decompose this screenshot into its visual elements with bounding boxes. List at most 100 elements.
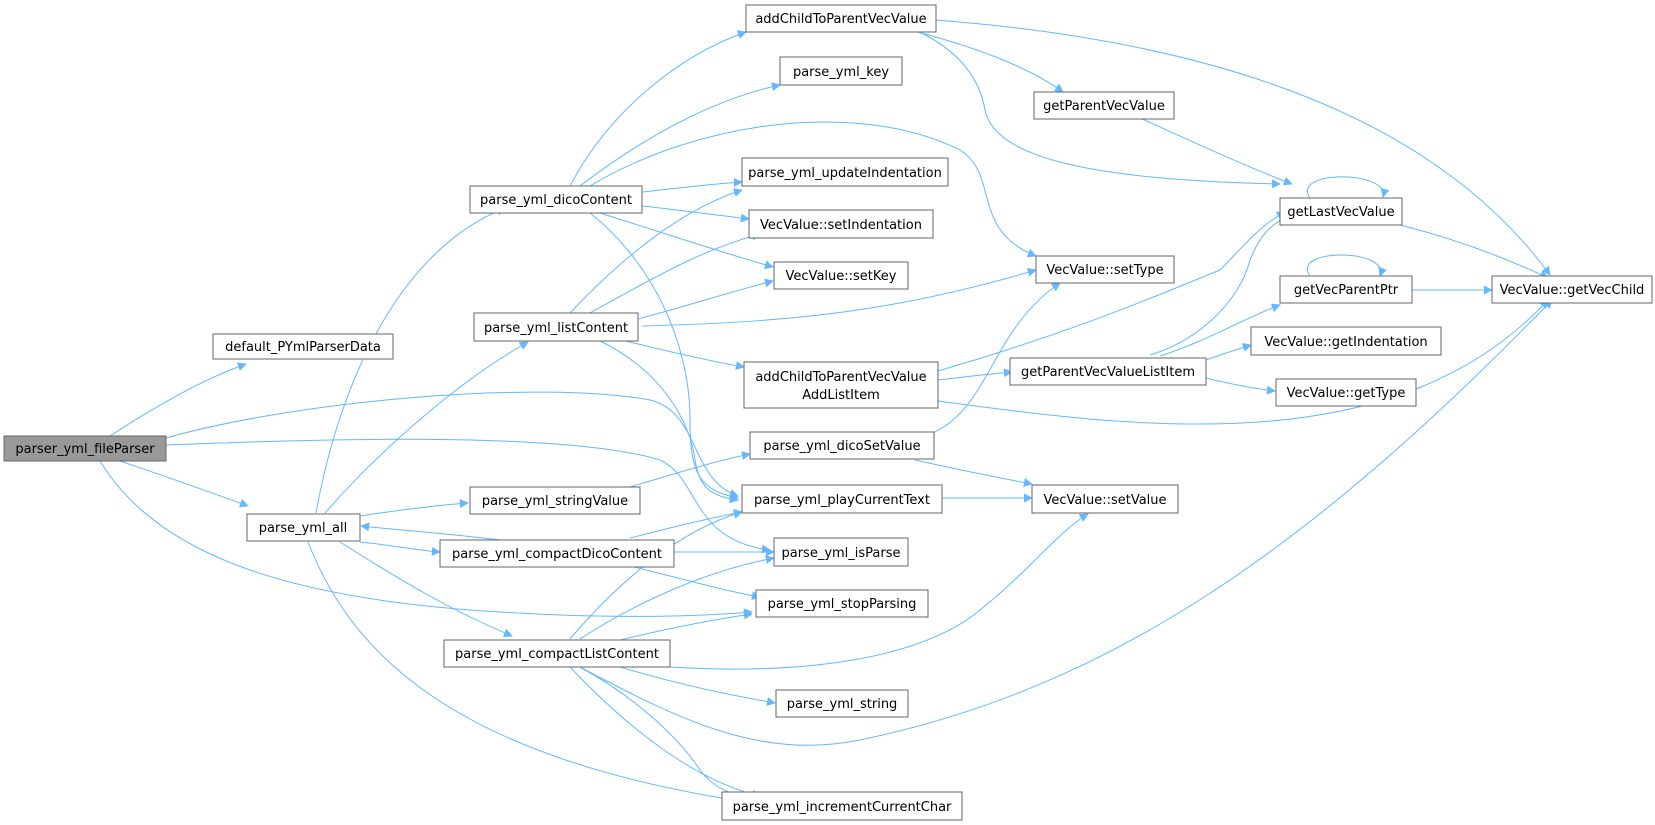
node-label: getParentVecValueListItem — [1021, 365, 1195, 380]
node-label: VecValue::setValue — [1043, 493, 1166, 508]
node-parser-yml-fileParser[interactable]: parser_yml_fileParser — [3, 435, 167, 462]
edge-getParentList-getIndent — [1205, 343, 1252, 361]
node-label: parse_yml_playCurrentText — [754, 493, 930, 508]
edge-addChild-getVecChild — [934, 19, 1551, 276]
node-label: parse_yml_dicoSetValue — [763, 439, 920, 454]
node-label: getVecParentPtr — [1294, 283, 1399, 298]
edge-addChild-getLast — [914, 29, 1281, 189]
edge-getLast-self — [1306, 176, 1390, 199]
node-addChildToParentVecValue[interactable]: addChildToParentVecValue — [745, 4, 937, 33]
node-label: getLastVecValue — [1287, 205, 1394, 220]
edge-dicoContent-setType — [589, 121, 1037, 258]
edge-addChildList-getParentList — [937, 368, 1013, 381]
edge-compactList-setValue — [669, 513, 1089, 670]
edge-fileParser-isParse — [165, 438, 771, 554]
node-getVecParentPtr[interactable]: getVecParentPtr — [1279, 275, 1413, 304]
node-parse-yml-listContent[interactable]: parse_yml_listContent — [473, 312, 639, 342]
edge-listContent-setIndent — [589, 231, 761, 314]
node-parse-yml-all[interactable]: parse_yml_all — [246, 513, 361, 542]
edge-compactList-stopParsing — [619, 610, 753, 641]
node-VecValue-getIndentation[interactable]: VecValue::getIndentation — [1250, 326, 1442, 356]
edge-addChild-getParent — [909, 29, 1064, 93]
node-label: parse_yml_compactDicoContent — [452, 547, 662, 562]
node-parse-yml-stringValue[interactable]: parse_yml_stringValue — [469, 486, 641, 515]
edge-dicoContent-updateIndent — [641, 178, 743, 193]
edge-getParentList-getType — [1205, 377, 1276, 395]
node-label: addChildToParentVecValue — [755, 12, 926, 27]
node-parse-yml-stopParsing[interactable]: parse_yml_stopParsing — [755, 589, 929, 618]
edge-compactList-incChar — [569, 666, 761, 799]
node-label: VecValue::setKey — [786, 269, 897, 284]
node-VecValue-getType[interactable]: VecValue::getType — [1275, 378, 1417, 407]
node-parse-yml-updateIndentation[interactable]: parse_yml_updateIndentation — [741, 157, 949, 187]
node-label: VecValue::getType — [1287, 386, 1406, 401]
node-parse-yml-compactDicoContent[interactable]: parse_yml_compactDicoContent — [439, 539, 675, 568]
node-label: parse_yml_all — [259, 521, 348, 536]
nodes: parser_yml_fileParser default_PYmlParser… — [3, 4, 1653, 821]
node-label: addChildToParentVecValue — [755, 370, 926, 385]
edge-compactList-incChar-2 — [579, 666, 761, 804]
edge-listContent-setKey — [637, 278, 774, 320]
edge-dicoContent-playText — [589, 212, 739, 501]
edge-fileParser-playText — [165, 391, 739, 498]
node-label: parse_yml_isParse — [781, 546, 900, 561]
node-parse-yml-key[interactable]: parse_yml_key — [779, 56, 903, 86]
node-parse-yml-dicoSetValue[interactable]: parse_yml_dicoSetValue — [749, 431, 935, 460]
edge-compactDico-all — [360, 522, 501, 541]
node-label: AddListItem — [802, 388, 880, 403]
node-parse-yml-isParse[interactable]: parse_yml_isParse — [773, 537, 909, 567]
node-parse-yml-playCurrentText[interactable]: parse_yml_playCurrentText — [741, 484, 943, 514]
node-VecValue-setValue[interactable]: VecValue::setValue — [1031, 484, 1179, 514]
edge-stringValue-dicoSetValue — [629, 451, 751, 488]
node-label: parse_yml_string — [787, 697, 898, 712]
node-parse-yml-compactListContent[interactable]: parse_yml_compactListContent — [443, 639, 671, 668]
edge-all-compactList — [339, 541, 513, 638]
edge-fileParser-defaultData — [109, 362, 247, 437]
node-label: VecValue::getIndentation — [1264, 335, 1427, 350]
edge-fileParser-stopParsing — [99, 460, 753, 618]
edge-dicoContent-addChild — [569, 30, 747, 187]
node-VecValue-setIndentation[interactable]: VecValue::setIndentation — [748, 209, 934, 239]
edge-dicoContent-key — [579, 82, 781, 187]
node-parse-yml-dicoContent[interactable]: parse_yml_dicoContent — [469, 185, 643, 214]
edge-fileParser-all — [119, 460, 249, 508]
edge-listContent-setType — [641, 267, 1037, 327]
edge-getParentList-getVecParent — [1159, 303, 1281, 357]
edge-all-incChar — [307, 541, 761, 808]
node-VecValue-setKey[interactable]: VecValue::setKey — [773, 261, 909, 290]
node-VecValue-getVecChild[interactable]: VecValue::getVecChild — [1491, 275, 1653, 304]
edge-all-listContent — [324, 341, 529, 514]
node-getParentVecValue[interactable]: getParentVecValue — [1033, 91, 1175, 120]
edge-getLast-getVecChild — [1399, 224, 1549, 279]
node-default-PYmlParserData[interactable]: default_PYmlParserData — [212, 333, 394, 360]
node-label: VecValue::getVecChild — [1500, 283, 1645, 298]
node-label: parse_yml_dicoContent — [480, 193, 632, 208]
edge-addChildList-getLast — [937, 211, 1286, 372]
edge-listContent-updateIndent — [569, 188, 743, 314]
edge-dicoSetValue-setValue — [914, 459, 1033, 487]
edge-getVecParent-self — [1306, 254, 1387, 277]
edge-dicoContent-setIndent — [641, 205, 750, 223]
node-label: parse_yml_listContent — [484, 321, 628, 336]
node-getParentVecValueListItem[interactable]: getParentVecValueListItem — [1009, 357, 1207, 386]
node-label: parse_yml_compactListContent — [455, 647, 659, 662]
edge-getParentList-getLast — [1149, 214, 1291, 356]
edge-compactDico-playText — [629, 509, 743, 539]
edge-getParent-getLast — [1139, 117, 1293, 186]
node-label: parse_yml_stringValue — [482, 494, 628, 509]
node-addChildToParentVecValueAddListItem[interactable]: addChildToParentVecValue AddListItem — [743, 361, 939, 409]
edge-compactList-isParse — [579, 555, 775, 640]
edges — [99, 19, 1553, 808]
node-parse-yml-incrementCurrentChar[interactable]: parse_yml_incrementCurrentChar — [721, 791, 963, 821]
edge-listContent-playText — [599, 340, 739, 504]
edge-compactList-string — [619, 666, 776, 707]
edge-all-compactDico — [359, 541, 441, 556]
edge-all-stringValue — [359, 499, 469, 517]
edge-all-dicoContent — [315, 206, 506, 514]
node-VecValue-setType[interactable]: VecValue::setType — [1035, 255, 1175, 284]
node-parse-yml-string[interactable]: parse_yml_string — [775, 689, 909, 718]
edge-dicoSetValue-setType — [929, 282, 1061, 435]
node-label: parse_yml_incrementCurrentChar — [733, 800, 952, 815]
node-getLastVecValue[interactable]: getLastVecValue — [1279, 197, 1403, 226]
